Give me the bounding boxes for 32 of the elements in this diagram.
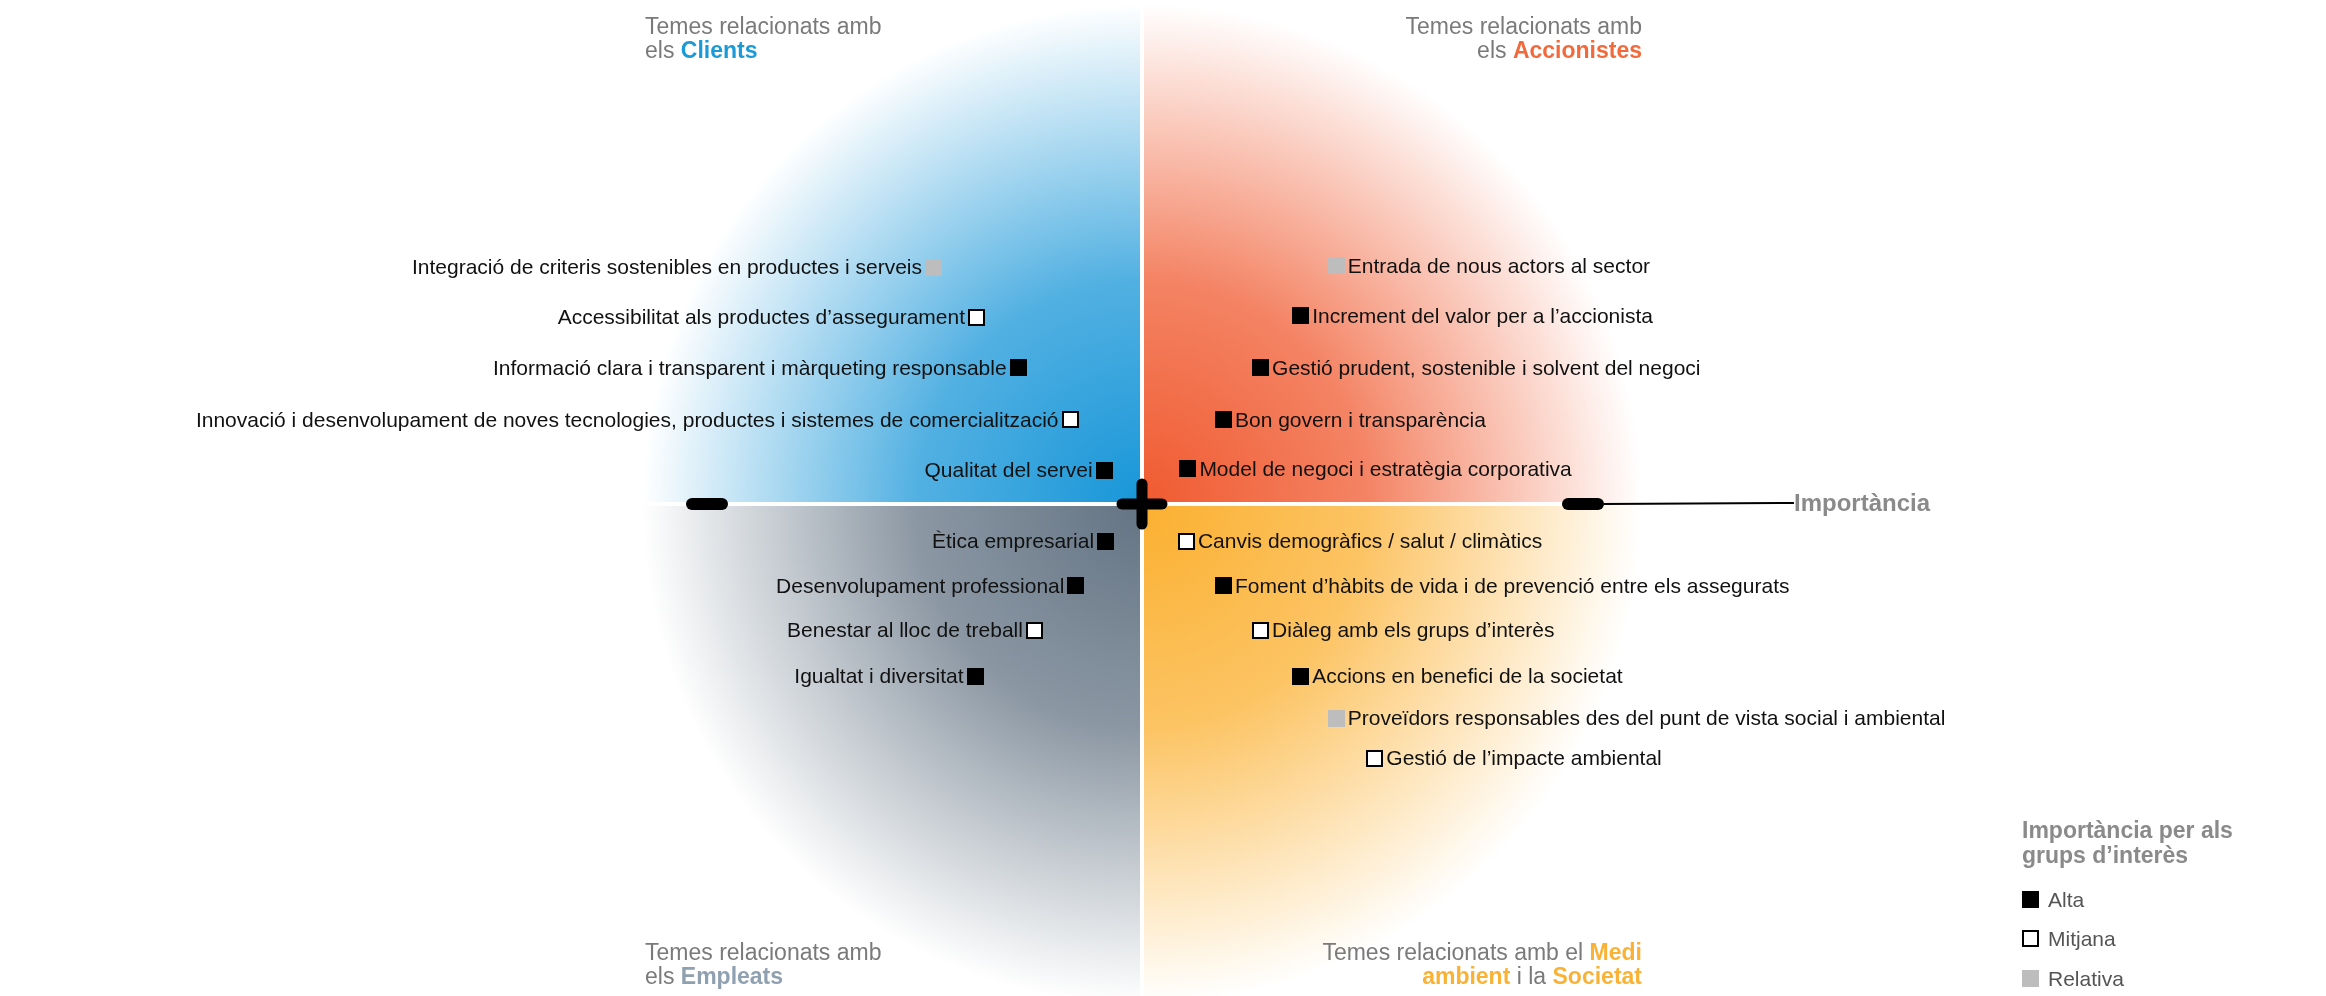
quadrant-heading: Temes relacionats amb els Accionistes — [1404, 14, 1642, 62]
topic-text: Proveïdors responsables des del punt de vista social i ambiental — [1347, 706, 1946, 730]
topic-text: Entrada de nous actors al sector — [1347, 253, 1651, 278]
topic-text: Increment del valor per a l’accionista — [1312, 304, 1653, 328]
topic-text: Canvis demogràfics / salut / climàtics — [1197, 529, 1543, 554]
quadrant-heading: Temes relacionats amb els Empleats — [645, 940, 883, 988]
leader-line — [1603, 502, 1795, 505]
legend-title: Importància per als grups d’interès — [2022, 818, 2234, 868]
legend-text: Mitjana — [2048, 927, 2116, 951]
axis-label: Importància — [1794, 489, 1931, 517]
topic-text: Innovació i desenvolupament de noves tecnologies, productes i sistemes de comercialització — [195, 407, 1059, 432]
topic-text: Model de negoci i estratègia corporativa — [1199, 456, 1572, 481]
quadrant-heading: Temes relacionats amb el Medi ambient i la Societat — [1321, 940, 1642, 988]
topic-text: Ètica empresarial — [931, 529, 1095, 554]
quadrant-heading: Temes relacionats amb els Clients — [645, 14, 883, 62]
topic-text: Diàleg amb els grups d’interès — [1272, 618, 1555, 643]
topic-text: Accessibilitat als productes d’assegurament — [557, 305, 966, 330]
topic-text: Qualitat del servei — [924, 458, 1093, 483]
topic-text: Gestió de l’impacte ambiental — [1386, 746, 1662, 771]
topic-text: Informació clara i transparent i màrqueting responsable — [493, 355, 1007, 380]
topic-text: Gestió prudent, sostenible i solvent del negoci — [1272, 355, 1701, 380]
topic-text: Igualtat i diversitat — [794, 664, 964, 689]
topic-text: Integració de criteris sostenibles en productes i serveis — [411, 255, 923, 279]
legend-text: Relativa — [2048, 967, 2124, 991]
topic-text: Desenvolupament professional — [776, 573, 1065, 598]
topic-text: Accions en benefici de la societat — [1312, 664, 1623, 689]
minus-sign-icon — [1562, 498, 1604, 510]
minus-sign-icon — [686, 498, 728, 510]
topic-text: Foment d’hàbits de vida i de prevenció entre els assegurats — [1235, 573, 1790, 598]
legend-text: Alta — [2048, 888, 2085, 912]
topic-text: Bon govern i transparència — [1235, 407, 1486, 432]
topic-text: Benestar al lloc de treball — [787, 618, 1023, 643]
